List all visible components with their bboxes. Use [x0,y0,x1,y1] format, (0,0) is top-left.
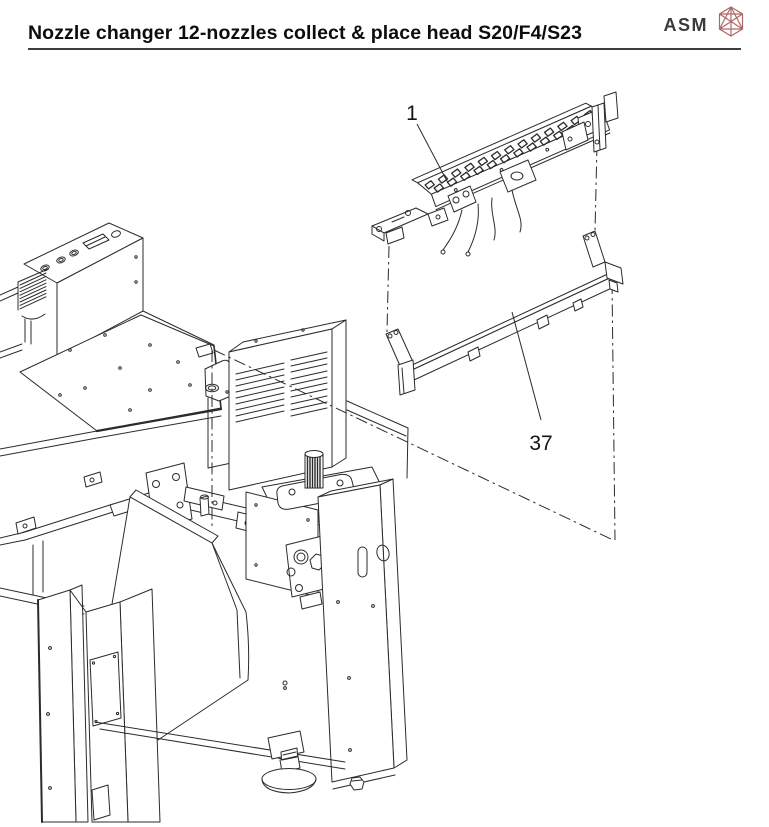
brand-logo: ASM [664,4,748,40]
projection-line-right-upper [594,143,598,233]
knurled-knob [304,450,324,489]
part-nozzle-changer-bar [371,91,619,257]
machine-illustration [0,222,409,823]
page-title: Nozzle changer 12-nozzles collect & plac… [28,22,583,44]
title-underline [28,48,741,50]
projection-line-right-lower [611,281,616,541]
machine-deck [0,310,239,469]
asm-cube-icon [718,6,744,37]
brand-logo-text: ASM [663,14,708,35]
rear-enclosure [0,222,144,359]
callout-37-label: 37 [529,432,552,455]
callout-1-label: 1 [406,102,418,125]
callout-37-leader [511,311,542,421]
projection-line-diagonal [213,349,614,541]
callout-1-leader [416,123,449,184]
left-columns [37,584,161,823]
projection-line-left [386,245,390,333]
right-column [317,478,408,790]
part-support-bracket [385,230,624,396]
callouts: 1 37 [406,102,553,455]
leveling-foot [94,680,365,794]
projection-lines [211,143,616,541]
